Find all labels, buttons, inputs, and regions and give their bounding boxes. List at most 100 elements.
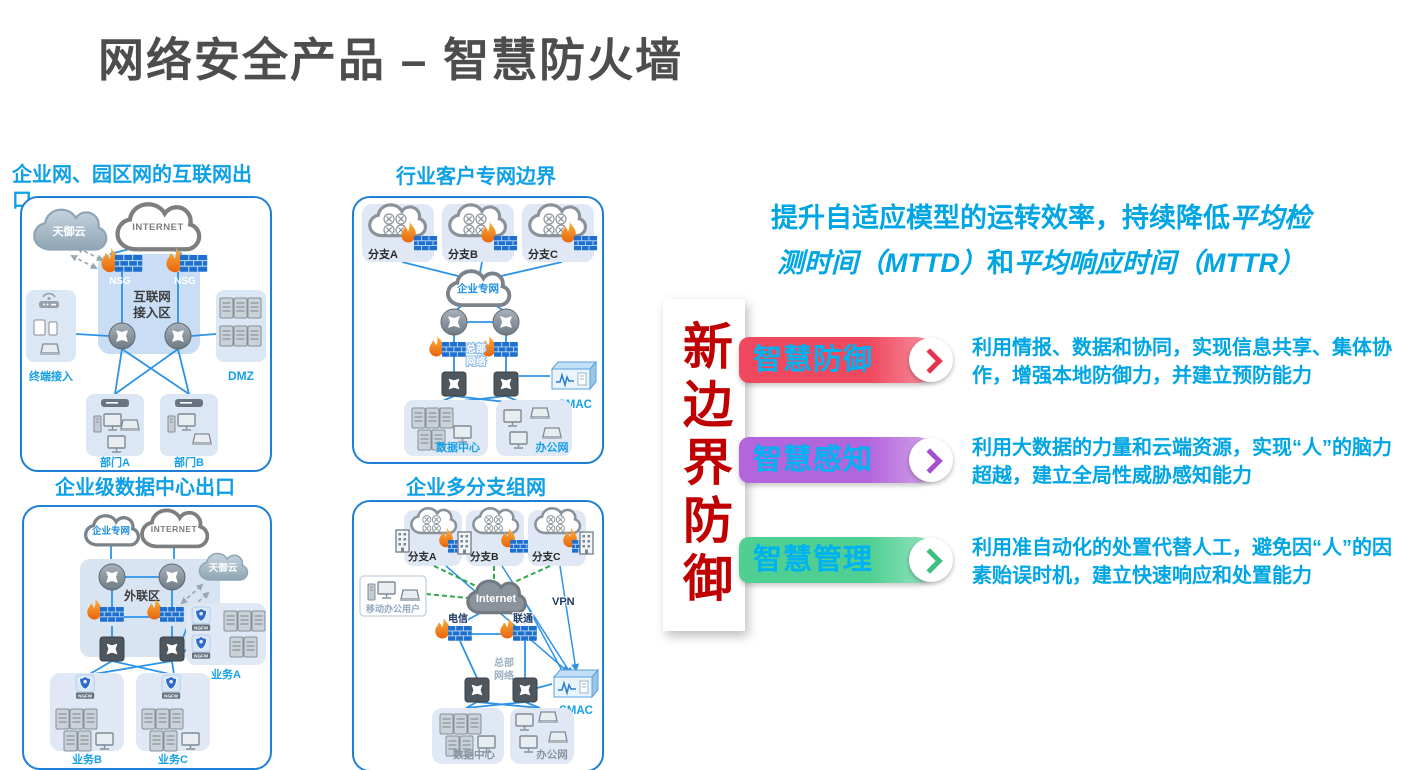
diagram-multi-branch: 分支A 分支B 分支C	[352, 500, 604, 770]
laptop-icon	[119, 419, 141, 432]
dept-b-label: 部门B	[174, 455, 204, 469]
terminal-access-box	[26, 290, 76, 362]
smart-management-label: 智慧管理	[753, 544, 874, 576]
pc-tower-icon	[367, 583, 376, 601]
internet-cloud-label: INTERNET	[132, 222, 184, 233]
ngfw-shield-icon	[75, 674, 95, 700]
tianyu-cloud-label: 天御云	[53, 224, 86, 238]
laptop-icon	[39, 343, 61, 356]
external-zone-label: 外联区	[124, 588, 160, 603]
datacenter-label: 数据中心	[452, 748, 495, 761]
internet-dashed-lines	[425, 565, 551, 599]
diagram-datacenter-egress: 企业专网 INTERNET 外联区 天御云	[22, 505, 272, 770]
branch-b-box: 分支B	[466, 508, 531, 566]
intro-text: 提升自适应模型的运转效率，持续降低平均检 测时间（MTTD）和平均响应时间（MT…	[688, 196, 1394, 286]
zone-label-line2: 接入区	[133, 305, 171, 320]
server-group-icon	[142, 709, 183, 729]
branch-c-box: 分支C	[522, 204, 598, 262]
smac-appliance-icon	[553, 669, 599, 698]
dmz-box	[216, 290, 266, 362]
nsg-firewall-1-icon: NSG	[101, 248, 143, 287]
router-icon	[159, 564, 185, 590]
laptop-icon	[541, 427, 563, 440]
intro-line2-italic1: 测时间（MTTD）	[777, 248, 987, 278]
ngfw-shield-icon	[161, 674, 181, 700]
laptop-icon	[529, 407, 551, 420]
banner-text: 新边界防御	[676, 320, 732, 610]
firewall-wall-icon	[447, 625, 473, 642]
tianyu-cloud-icon: 天御云	[198, 552, 249, 581]
firewall-wall-icon	[493, 235, 518, 251]
terminal-access-label: 终端接入	[29, 369, 73, 383]
firewall-wall-icon	[413, 235, 438, 251]
private-network-cloud-label: 企业专网	[91, 525, 130, 537]
switch-icon	[494, 372, 518, 396]
laptop-icon	[547, 731, 569, 744]
biz-b-box	[50, 673, 124, 751]
branch-c-label: 分支C	[532, 550, 561, 563]
private-network-cloud-icon: 企业专网	[84, 514, 141, 547]
private-network-cloud-label: 企业专网	[456, 282, 499, 295]
internet-cloud-label: INTERNET	[151, 524, 198, 534]
phone-icon	[48, 321, 58, 336]
internet-cloud-label: Internet	[476, 593, 517, 605]
pc-tower-icon	[93, 415, 102, 433]
pc-tower-icon	[167, 415, 176, 433]
intro-line1-italic: 平均检	[1230, 203, 1311, 233]
intro-line1-normal: 提升自适应模型的运转效率，持续降低	[771, 203, 1230, 233]
nsg1-label: NSG	[109, 276, 131, 287]
branch-b-box: 分支B	[442, 204, 518, 262]
office-network-box	[510, 708, 574, 764]
firewall-wall-icon	[512, 625, 538, 642]
smart-defense-label: 智慧防御	[753, 344, 874, 376]
server-group-icon	[220, 298, 261, 318]
building-icon	[579, 531, 594, 555]
isp1-label: 电信	[448, 612, 468, 625]
ngfw-shield-icon	[191, 606, 211, 632]
switch-icon	[465, 678, 489, 702]
server-group-icon	[412, 408, 453, 428]
firewall-wall-icon	[493, 341, 519, 358]
server-group-icon	[56, 709, 97, 729]
router-icon	[99, 564, 125, 590]
datacenter-label: 数据中心	[436, 440, 480, 454]
hq-network-label-line1: 总部	[494, 656, 514, 669]
dept-b-box	[160, 394, 218, 456]
switch-icon	[513, 678, 537, 702]
office-network-label: 办公网	[536, 748, 568, 761]
laptop-icon	[191, 433, 213, 446]
zone-label-line1: 互联网	[133, 290, 171, 304]
intro-line2-normal: 和	[987, 248, 1014, 278]
branch-a-box: 分支A	[362, 204, 438, 262]
chevron-circle	[909, 538, 953, 582]
server-group-icon	[230, 637, 257, 657]
firewall-wall-icon	[159, 606, 185, 623]
branch-a-label: 分支A	[408, 550, 437, 563]
server-group-icon	[64, 731, 91, 751]
server-group-icon	[150, 731, 177, 751]
vpn-label: VPN	[552, 596, 575, 608]
building-icon	[395, 529, 410, 553]
nsg2-label: NSG	[174, 276, 196, 287]
biz-c-box	[136, 673, 210, 751]
chevron-right-icon	[917, 348, 943, 374]
firewall-wall-icon	[509, 539, 531, 553]
building-icon	[457, 531, 472, 555]
smart-management-ribbon: 智慧管理	[739, 537, 953, 583]
smart-perception-label: 智慧感知	[753, 444, 874, 476]
switch-icon	[442, 372, 466, 396]
smart-defense-desc: 利用情报、数据和协同，实现信息共享、集体协作，增强本地防御力，并建立预防能力	[972, 337, 1392, 387]
mobile-office-box: 移动办公用户	[359, 575, 427, 617]
branch-c-label: 分支C	[528, 247, 558, 261]
firewall-wall-icon	[99, 606, 125, 623]
flame-icon	[429, 336, 444, 357]
biz-b-label: 业务B	[72, 752, 102, 766]
hq-network-label-line2: 网络	[494, 669, 514, 682]
server-group-icon	[224, 611, 265, 631]
router-icon	[493, 309, 519, 335]
biz-a-box	[186, 603, 266, 665]
datacenter-box	[404, 400, 488, 456]
firewall-wall-icon	[573, 235, 598, 251]
office-network-label: 办公网	[536, 440, 569, 454]
hq-network-label-line1: 总部	[466, 342, 486, 355]
